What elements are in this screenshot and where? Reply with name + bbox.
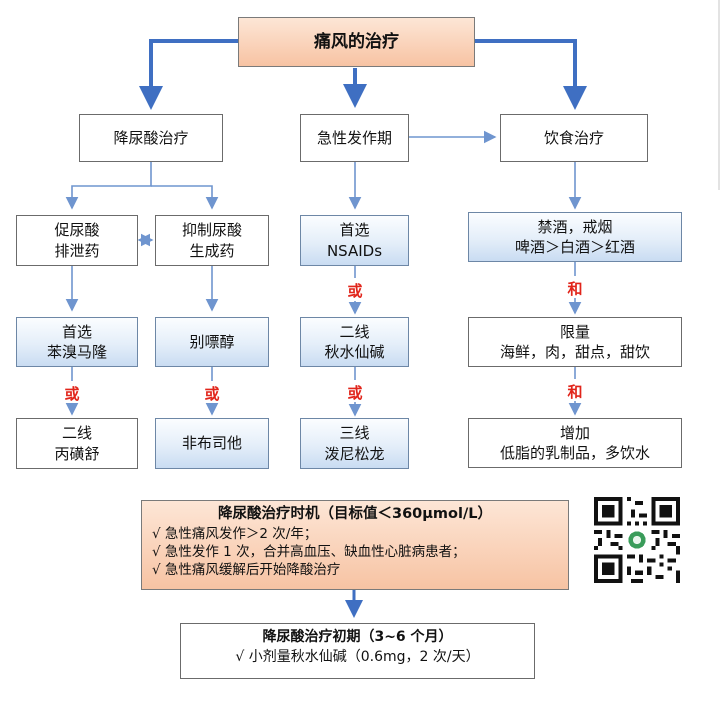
benzbromarone-box: 首选 苯溴马隆 — [16, 317, 138, 367]
arrow-root-to-diet — [473, 39, 587, 110]
probenecid-line2: 丙磺舒 — [54, 444, 100, 463]
probenecid-box: 二线 丙磺舒 — [16, 418, 138, 469]
ban-line2: 啤酒＞白酒＞红酒 — [514, 238, 635, 256]
timing-title: 降尿酸治疗时机（目标值＜360μmol/L） — [217, 506, 492, 522]
promote-line1: 促尿酸 — [54, 221, 100, 240]
limit-line1: 限量 — [559, 322, 590, 341]
initial-phase-box: 降尿酸治疗初期（3~6 个月） √ 小剂量秋水仙碱（0.6mg，2 次/天） — [180, 623, 535, 679]
allopurinol-box: 别嘌醇 — [155, 317, 269, 367]
promote-excretion-box: 促尿酸 排泄药 — [16, 215, 138, 266]
or-connector-nsaids: 或 — [347, 282, 363, 300]
arrow-urate-to-inhibit — [151, 185, 219, 210]
or-connector-benz: 或 — [64, 385, 80, 403]
timing-item-3: √ 急性痛风缓解后开始降酸治疗 — [152, 562, 341, 578]
limit-box: 限量 海鲜，肉，甜点，甜饮 — [468, 317, 682, 367]
febuxostat-box: 非布司他 — [155, 418, 269, 469]
ban-line1: 禁酒，戒烟 — [537, 217, 613, 236]
increase-line2: 低脂的乳制品，多饮水 — [499, 444, 650, 462]
arrow-root-to-urate — [139, 39, 242, 110]
colchicine-line1: 二线 — [339, 322, 370, 341]
and-connector-limit: 和 — [567, 383, 583, 401]
prednisolone-line2: 泼尼松龙 — [324, 444, 385, 463]
page-edge-divider — [718, 0, 720, 190]
or-connector-allo: 或 — [204, 385, 220, 403]
arrow-urate-to-promote — [65, 162, 152, 210]
qr-code-icon — [594, 497, 680, 583]
root-label: 痛风的治疗 — [314, 31, 399, 52]
febuxostat-label: 非布司他 — [181, 434, 242, 453]
urate-lowering-label: 降尿酸治疗 — [113, 128, 189, 147]
timing-item-2: √ 急性发作 1 次，合并高血压、缺血性心脏病患者； — [152, 543, 466, 560]
inhibit-production-box: 抑制尿酸 生成药 — [155, 215, 269, 266]
root-box: 痛风的治疗 — [238, 17, 475, 67]
prednisolone-box: 三线 泼尼松龙 — [300, 418, 409, 469]
and-connector-ban: 和 — [567, 280, 583, 298]
increase-box: 增加 低脂的乳制品，多饮水 — [468, 418, 682, 468]
acute-attack-label: 急性发作期 — [316, 128, 392, 147]
colchicine-line2: 秋水仙碱 — [324, 343, 385, 361]
acute-attack-box: 急性发作期 — [300, 114, 409, 162]
inhibit-line2: 生成药 — [189, 241, 235, 260]
ban-alcohol-box: 禁酒，戒烟 啤酒＞白酒＞红酒 — [468, 212, 682, 262]
colchicine-box: 二线 秋水仙碱 — [300, 317, 409, 367]
prednisolone-line1: 三线 — [339, 424, 370, 443]
benzbromarone-line2: 苯溴马隆 — [46, 343, 107, 361]
treatment-timing-box: 降尿酸治疗时机（目标值＜360μmol/L） √ 急性痛风发作＞2 次/年； √… — [141, 500, 569, 590]
diet-therapy-label: 饮食治疗 — [543, 128, 604, 147]
allopurinol-label: 别嘌醇 — [189, 332, 235, 351]
nsaids-line1: 首选 — [339, 221, 370, 240]
limit-line2: 海鲜，肉，甜点，甜饮 — [499, 343, 650, 361]
diet-therapy-box: 饮食治疗 — [500, 114, 648, 162]
timing-item-1: √ 急性痛风发作＞2 次/年； — [152, 525, 318, 542]
benzbromarone-line1: 首选 — [61, 322, 92, 341]
probenecid-line1: 二线 — [61, 424, 92, 443]
promote-line2: 排泄药 — [54, 241, 100, 260]
or-connector-colchicine: 或 — [347, 384, 363, 402]
increase-line1: 增加 — [559, 423, 590, 442]
initial-item: √ 小剂量秋水仙碱（0.6mg，2 次/天） — [235, 649, 480, 666]
initial-title: 降尿酸治疗初期（3~6 个月） — [262, 629, 453, 645]
inhibit-line1: 抑制尿酸 — [181, 221, 242, 240]
nsaids-box: 首选 NSAIDs — [300, 215, 409, 266]
urate-lowering-box: 降尿酸治疗 — [79, 114, 223, 162]
nsaids-line2: NSAIDs — [326, 241, 383, 260]
